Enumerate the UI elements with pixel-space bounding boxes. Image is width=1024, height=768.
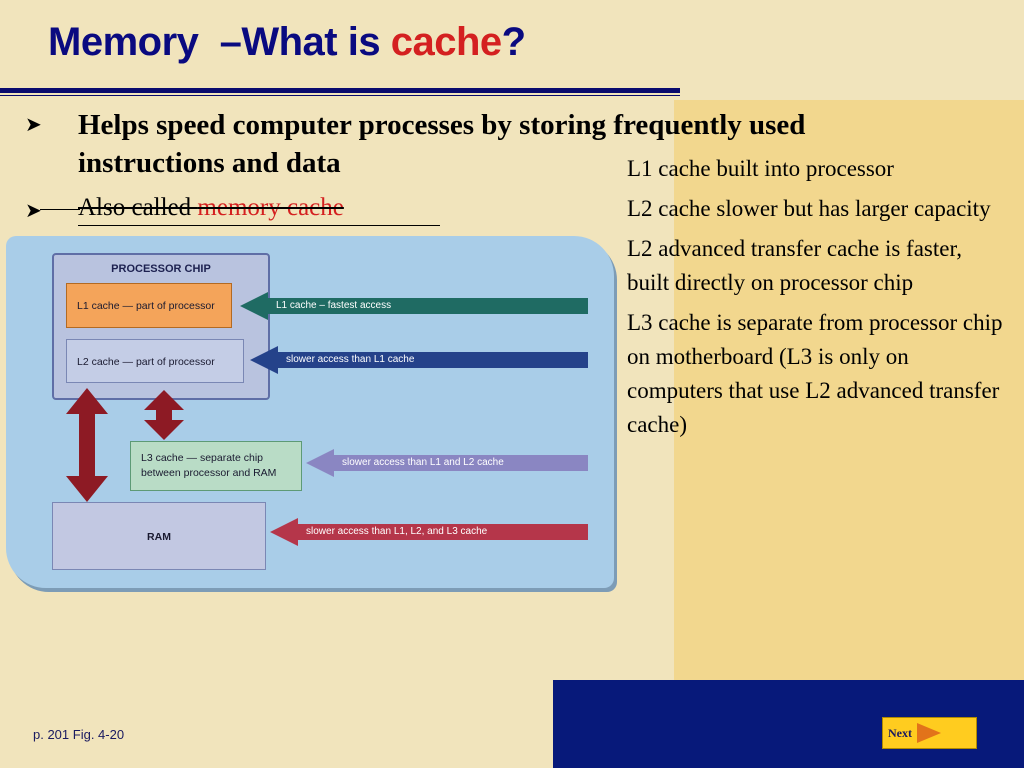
ram-box: RAM [52,502,266,570]
arrow-bullet-icon: ➤ [25,198,42,222]
side-notes: L1 cache built into processor L2 cache s… [627,152,1007,448]
note-l2-advanced: L2 advanced transfer cache is faster, bu… [627,236,962,295]
underline [78,225,440,226]
note-l1: L1 cache built into processor [627,156,894,181]
l3-cache-box: L3 cache — separate chip between process… [130,441,302,491]
ram-arrow-label: slower access than L1, L2, and L3 cache [306,526,488,537]
bullet-1: Helps speed computer processes by storin… [78,109,806,179]
chip-ram-arrow [66,388,108,502]
l1-arrow-label: L1 cache – fastest access [276,300,392,311]
title-rule [0,88,680,93]
l1-cache-box: L1 cache — part of processor [66,283,232,328]
l2-cache-box: L2 cache — part of processor [66,339,244,383]
play-arrow-icon [917,723,941,743]
l2-access-arrow [250,346,588,374]
l3-access-arrow [306,449,588,477]
bullet-2: Also called memory cache [78,194,344,221]
strike-line [40,209,80,210]
next-button-label: Next [888,726,912,740]
slide-title: Memory –What is cache? [48,20,526,64]
bullet-2-accent: memory cache [197,194,344,221]
figure-caption: p. 201 Fig. 4-20 [33,727,125,742]
next-button[interactable]: Next [882,717,977,749]
processor-chip-label: PROCESSOR CHIP [111,263,211,275]
title-accent: cache [390,20,502,64]
l3-arrow-label: slower access than L1 and L2 cache [342,457,504,468]
note-l3: L3 cache is separate from processor chip… [627,310,1003,437]
l3-line-1: L3 cache — separate chip [141,452,263,464]
title-rule-thin [0,95,680,96]
ram-access-arrow [270,518,588,546]
l2-arrow-label: slower access than L1 cache [286,354,415,365]
note-l2: L2 cache slower but has larger capacity [627,196,991,221]
diagram-arrows [66,292,588,546]
l3-line-2: between processor and RAM [141,467,277,479]
chip-l3-arrow [144,390,184,440]
arrow-bullet-icon: ➤ [25,112,42,136]
right-accent-panel [674,100,1024,680]
l1-access-arrow [240,292,588,320]
